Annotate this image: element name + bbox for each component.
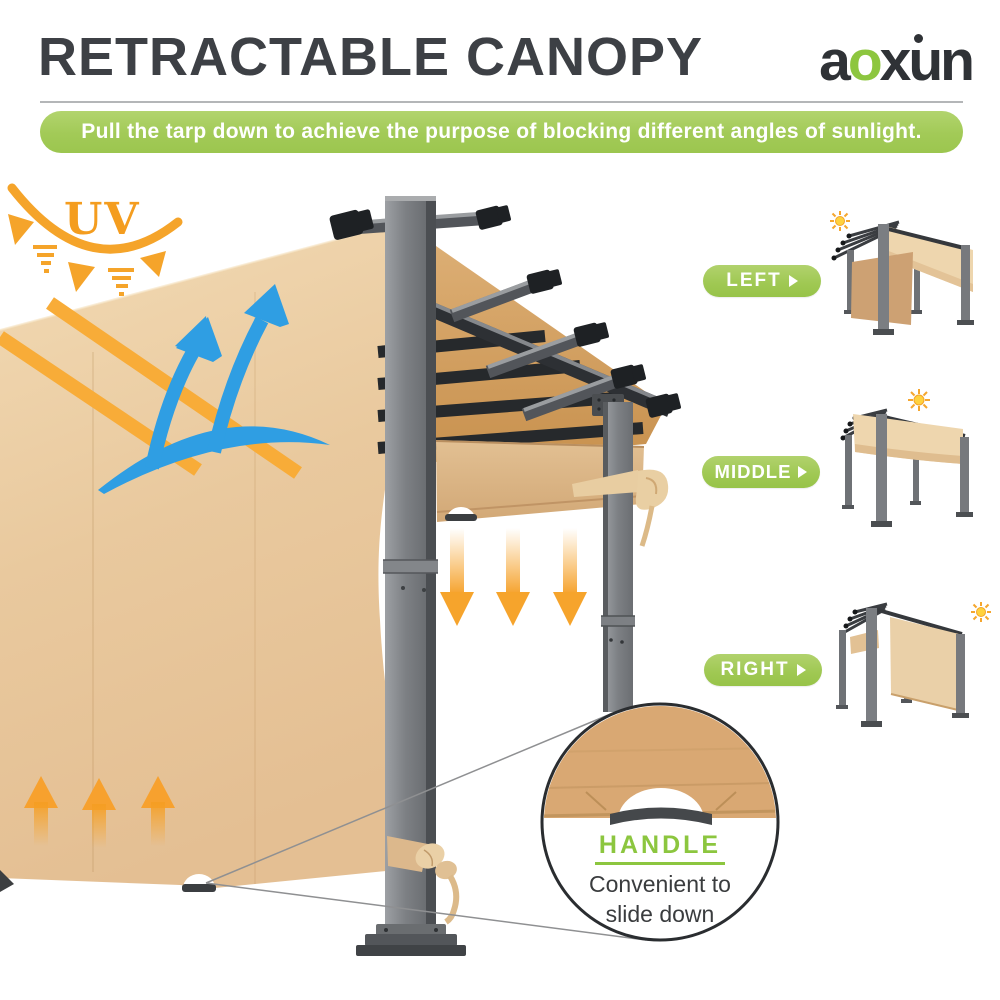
position-button-left-label: LEFT <box>726 270 782 291</box>
position-button-middle-label: MIDDLE <box>714 461 792 482</box>
logo-dot <box>914 34 924 43</box>
callout-lines <box>205 712 647 941</box>
position-button-right[interactable]: RIGHT <box>704 654 822 686</box>
mini-pergola-right <box>836 602 991 727</box>
brand-logo: aoxun <box>796 28 975 94</box>
position-button-right-label: RIGHT <box>720 659 790 680</box>
handle-caption-line1: Convenient to <box>589 871 731 897</box>
mini-pergola-left <box>830 211 974 335</box>
play-arrow-icon <box>788 275 798 287</box>
sun-icon <box>971 602 991 622</box>
tie-strap <box>572 469 669 547</box>
post-front <box>356 196 466 956</box>
heat-up-arrows-icon <box>24 776 175 848</box>
post-base <box>356 924 466 956</box>
position-button-middle[interactable]: MIDDLE <box>702 456 820 488</box>
logo-letter: x <box>879 29 912 93</box>
handle-magnifier-circle <box>540 702 780 942</box>
uv-striped-triangle <box>108 268 134 296</box>
handle-label: HANDLE <box>560 831 760 865</box>
magnified-handle <box>610 788 712 825</box>
canopy-sheet <box>0 225 420 892</box>
uv-reflect-arrows-icon <box>98 284 330 494</box>
uv-icon <box>7 183 183 296</box>
play-arrow-icon <box>798 466 808 478</box>
sheet-handle-cutout <box>182 874 216 892</box>
logo-letter-o: o <box>847 29 883 93</box>
panel-handle-cutout <box>445 507 477 521</box>
info-banner: Pull the tarp down to achieve the purpos… <box>40 111 963 153</box>
position-button-left[interactable]: LEFT <box>703 265 821 297</box>
slide-down-arrows-icon <box>440 528 587 626</box>
logo-letter: a <box>819 29 851 93</box>
mini-pergola-middle <box>840 389 973 527</box>
pergola-rafters <box>329 205 681 422</box>
uv-striped-triangle <box>33 245 57 273</box>
header-divider <box>40 101 963 103</box>
info-banner-text: Pull the tarp down to achieve the purpos… <box>81 120 922 143</box>
post-right <box>601 402 635 712</box>
page-title: RETRACTABLE CANOPY <box>38 27 703 87</box>
sun-icon <box>830 211 850 231</box>
logo-letters-un: un <box>908 29 975 93</box>
play-arrow-icon <box>796 664 806 676</box>
handle-caption-line2: slide down <box>605 901 715 927</box>
sun-icon <box>908 389 930 411</box>
uv-label: UV <box>64 194 141 245</box>
sheet-corner-knot <box>387 836 460 925</box>
